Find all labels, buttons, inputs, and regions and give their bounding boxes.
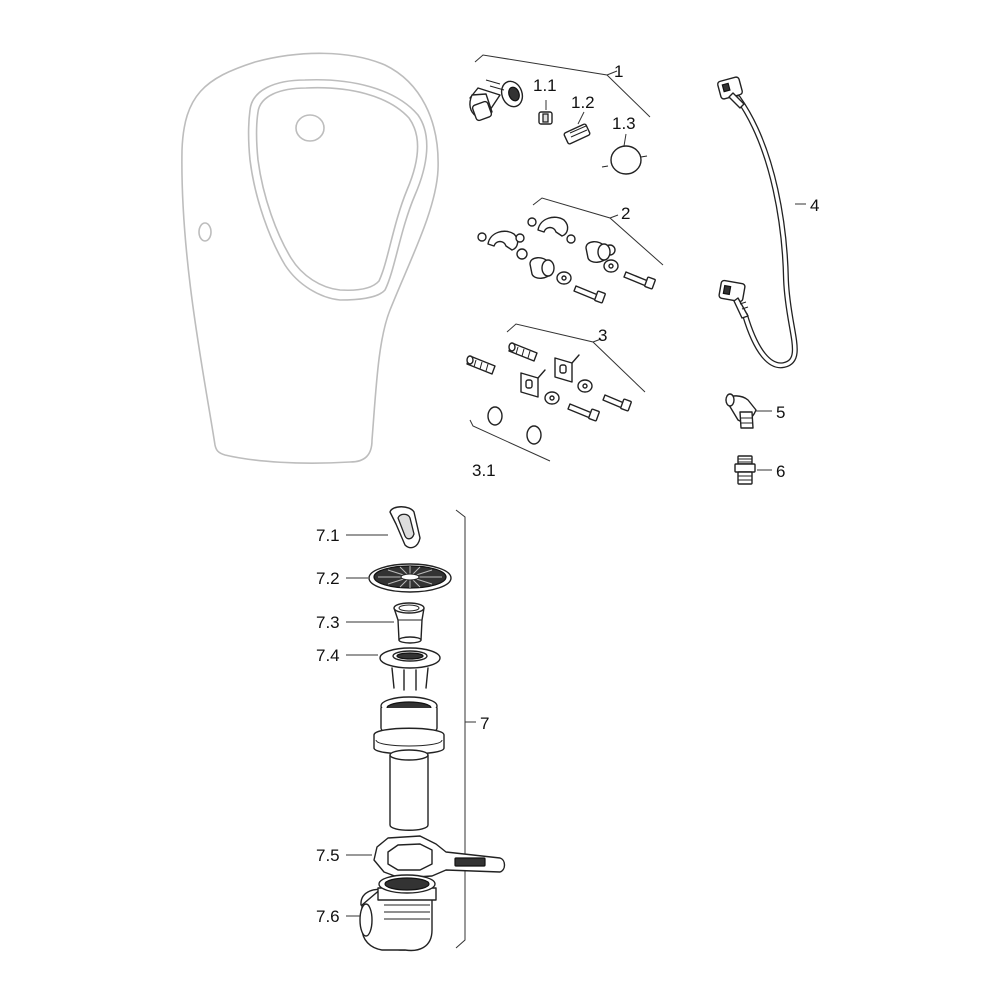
part-4-flex-hose: 4 xyxy=(717,76,819,369)
drain-body xyxy=(373,696,445,831)
label-7-3: 7.3 xyxy=(316,613,340,632)
label-7-1: 7.1 xyxy=(316,526,340,545)
part-2-fixing-set: 2 xyxy=(477,197,664,304)
part-3-1-caps: 3.1 xyxy=(469,406,551,480)
part-6-nipple: 6 xyxy=(734,455,785,485)
label-3-1: 3.1 xyxy=(472,461,496,480)
label-1-1: 1.1 xyxy=(533,76,557,95)
label-1-3: 1.3 xyxy=(612,114,636,133)
inlet-elbow xyxy=(469,79,524,122)
label-2: 2 xyxy=(621,204,630,223)
label-7-6: 7.6 xyxy=(316,907,340,926)
label-5: 5 xyxy=(776,403,785,422)
label-7-4: 7.4 xyxy=(316,646,340,665)
label-7-5: 7.5 xyxy=(316,846,340,865)
part-1-2-valve xyxy=(563,111,591,145)
part-1-1-insert xyxy=(538,100,553,125)
part-1-3-cap xyxy=(601,133,648,175)
urinal-bowl xyxy=(181,52,439,464)
part-7-2-strainer: 7.2 xyxy=(316,563,452,593)
label-1: 1 xyxy=(614,62,623,81)
part-7-1-clip: 7.1 xyxy=(316,506,421,549)
part-7-3-sleeve: 7.3 xyxy=(316,602,425,644)
label-6: 6 xyxy=(776,462,785,481)
label-7-2: 7.2 xyxy=(316,569,340,588)
label-3: 3 xyxy=(598,326,607,345)
part-7-4-flange: 7.4 xyxy=(316,646,441,691)
part-7-5-wrench: 7.5 xyxy=(316,835,506,879)
label-1-2: 1.2 xyxy=(571,93,595,112)
label-7: 7 xyxy=(480,714,489,733)
part-1-inlet-set: 1 1.1 1.2 1.3 xyxy=(469,54,651,175)
part-7-drain-set: 7 7.1 7.2 7.3 xyxy=(316,506,506,952)
label-4: 4 xyxy=(810,196,819,215)
part-7-6-elbow-trap: 7.6 xyxy=(316,874,437,952)
part-3-wall-mounting-set: 3 xyxy=(466,323,646,422)
part-5-elbow-fitting: 5 xyxy=(725,393,785,429)
